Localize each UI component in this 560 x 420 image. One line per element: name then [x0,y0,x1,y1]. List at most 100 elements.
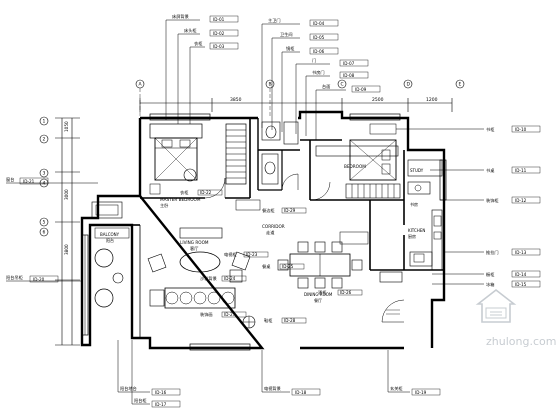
bed-headboard-cabinet [149,123,203,139]
grid-mark-top-b: B [269,82,272,88]
room-label-dining-cn: 餐厅 [314,297,322,303]
sofa [164,287,236,309]
callout-top-7-label: 门 [312,57,316,64]
callout-bottom-2-ref: ID-17 [155,402,167,407]
callout-right-5-label: 橱柜 [486,271,494,278]
callout-top-8-ref: ID-08 [343,73,355,78]
callout-mid-1-label: 衣柜 [180,189,188,196]
grid-bubbles-top: A B C D E [135,79,465,118]
grid-mark-top-e: E [459,82,462,88]
dim-top-1: 3850 [230,97,242,103]
room-label-corridor-cn: 走道 [266,229,275,236]
grid-mark-left-2: 2 [43,137,46,143]
callout-right-2-ref: ID-11 [515,168,527,173]
callout-top-3-label: 衣柜 [194,40,202,47]
callouts-bottom: 阳台地台 ID-16 阳台柜 ID-17 电视背景 ID-18 玄关柜 ID-1… [117,340,441,408]
grid-bubbles-left: 1 2 3 4 5 6 [39,116,49,237]
dim-top-3: 1200 [426,97,438,103]
callout-mid-7-label: 鞋柜 [264,317,272,324]
callouts-right: 书柜 ID-10 书桌 ID-11 装饰柜 ID-12 推拉门 ID-13 橱柜… [396,125,541,288]
dim-left-2: 3000 [64,189,69,200]
study: STUDY 书房 [407,159,443,207]
room-label-dining: DINING ROOM [304,292,333,297]
room-label-study: STUDY [410,168,424,173]
callout-mid-4-label: 餐桌 [262,263,271,270]
dim-left-3: 3800 [64,244,69,255]
corridor: CORRIDOR 走道 [179,199,285,239]
grid-mark-top-a: A [139,82,143,88]
grid-mark-left-6: 6 [43,230,46,236]
shower [283,121,299,145]
left-dimension-line: 1050 3000 3800 [55,117,80,346]
callouts-left: 阳台吊柜 ID-20 窗台 ID-21 [6,176,98,283]
watermark: zhulong.com [475,288,556,348]
callouts-mid: 衣柜 ID-22 电视柜 ID-23 沙发背景 ID-24 餐桌 ID-25 酒… [180,189,363,324]
grid-mark-left-4: 4 [43,181,46,187]
desk-bedroom-2 [345,183,401,199]
watermark-text: zhulong.com [486,335,556,348]
callout-mid-7-ref: ID-28 [284,318,296,323]
room-label-living-cn: 客厅 [190,245,198,252]
grid-mark-left-5: 5 [43,220,46,226]
room-label-balcony: BALCONY [100,232,120,237]
callout-right-2-label: 书桌 [486,167,495,174]
callout-left-1-label: 阳台吊柜 [6,274,23,281]
grid-mark-left-3: 3 [43,171,46,177]
callout-top-4-ref: ID-04 [313,21,325,26]
callout-left-2-ref: ID-21 [23,179,35,184]
callout-mid-5-label: 酒柜 [318,289,326,296]
bed-2 [349,139,397,181]
room-label-kitchen: KITCHEN [408,228,425,233]
callout-top-1-ref: ID-01 [213,17,225,22]
callout-top-5-label: 卫生间 [280,31,293,38]
bathroom [261,121,299,191]
callout-top-2-ref: ID-02 [213,31,225,36]
room-label-study-cn: 书房 [410,201,418,207]
callout-mid-8-label: 餐边柜 [262,207,275,214]
master-bedroom: MASTER BEDROOM 主卧 [149,123,247,209]
callout-right-4-ref: ID-13 [515,250,527,255]
callout-bottom-4-ref: ID-19 [415,390,427,395]
callout-right-5-ref: ID-14 [515,272,527,277]
room-label-corridor: CORRIDOR [262,224,285,229]
master-bed [154,137,198,181]
callout-top-2-label: 床头柜 [184,27,197,34]
callout-mid-2-ref: ID-23 [246,252,258,257]
callout-bottom-4-label: 玄关柜 [390,385,403,392]
dim-top-2: 2500 [372,97,384,103]
callout-mid-4-ref: ID-25 [282,264,294,269]
callout-bottom-3-label: 电视背景 [264,385,281,392]
callout-top-6-ref: ID-06 [313,49,325,54]
callout-top-5-ref: ID-05 [313,35,325,40]
living-room: LIVING ROOM 客厅 [147,240,256,329]
callout-right-1-ref: ID-10 [515,127,527,132]
callout-top-7-ref: ID-07 [343,61,355,66]
vanity [261,153,279,185]
windows [81,113,447,351]
coffee-table [179,251,221,273]
callout-top-9-label: 台面 [322,83,330,90]
grid-mark-left-1: 1 [43,119,46,125]
callout-right-1-label: 书柜 [486,126,494,133]
callout-bottom-1-ref: ID-16 [155,390,167,395]
callout-right-3-ref: ID-12 [515,198,527,203]
callout-right-6-ref: ID-15 [515,282,527,287]
callout-top-1-label: 床屏背景 [172,13,189,20]
dining-room: DINING ROOM 餐厅 [277,231,405,323]
outer-walls [80,110,446,350]
callout-bottom-3-ref: ID-18 [295,390,307,395]
room-label-master-bedroom: MASTER BEDROOM [160,197,201,202]
callout-mid-6-ref: ID-27 [224,312,236,317]
dim-left-1: 1050 [64,121,69,132]
callout-left-2-label: 窗台 [6,176,14,183]
bedroom-2: BEDROOM [311,123,401,201]
toilet-area [261,121,281,141]
grid-mark-top-d: D [407,82,411,88]
room-label-bedroom: BEDROOM [344,164,366,169]
callout-top-8-label: 书房门 [312,69,325,76]
callout-mid-8-ref: ID-29 [284,208,296,213]
kitchen-counter-bottom [409,251,433,267]
callout-right-4-label: 推拉门 [486,249,499,256]
room-label-balcony-cn: 阳台 [106,237,114,243]
